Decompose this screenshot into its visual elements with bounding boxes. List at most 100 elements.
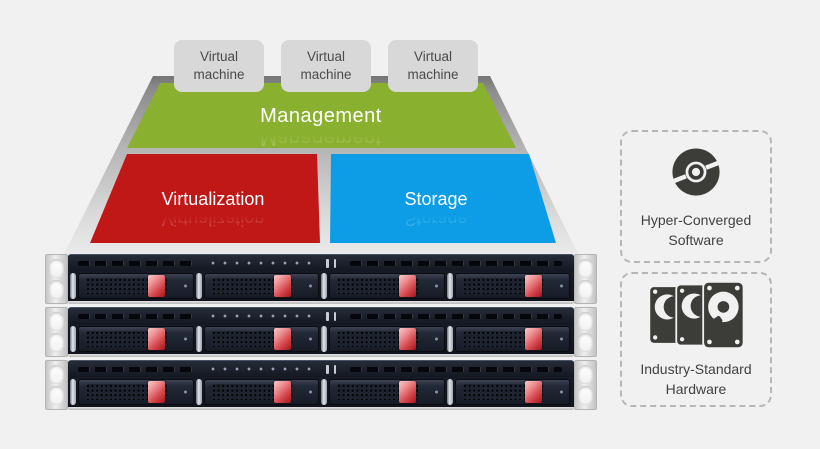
callout-hyperconverged-software: Hyper-Converged Software: [620, 130, 772, 263]
drive-caddy: [329, 273, 445, 299]
vent-slots: [78, 260, 196, 266]
drive-bay: [195, 272, 321, 300]
drive-led: [434, 390, 438, 394]
drive-caddy: [203, 379, 319, 405]
rack-mount-hole: [49, 312, 64, 331]
callout-text: Industry-Standard Hardware: [640, 360, 752, 397]
vent-slots: [350, 260, 562, 266]
drive-release-tab: [273, 381, 291, 403]
bay-separator: [446, 379, 453, 405]
drive-caddy: [454, 379, 570, 405]
drive-led: [309, 284, 312, 288]
bay-separator: [446, 326, 453, 352]
drive-led: [183, 284, 187, 288]
drive-bay: [446, 272, 572, 300]
vm-box-label: Virtual machine: [407, 48, 459, 82]
drive-release-tab: [524, 328, 542, 350]
drive-caddy: [203, 326, 319, 352]
drive-release-tab: [524, 381, 542, 403]
server-chassis: [68, 307, 574, 357]
power-buttons: [326, 311, 336, 321]
status-leds: [208, 312, 314, 320]
drive-bay: [69, 378, 195, 406]
server-unit: [45, 307, 597, 357]
chassis-bezel: [68, 407, 574, 410]
vent-slots: [78, 366, 196, 372]
power-buttons: [326, 258, 336, 268]
bay-separator: [321, 379, 327, 405]
drive-led: [560, 337, 563, 341]
drive-release-tab: [399, 328, 417, 350]
drive-caddy: [78, 326, 194, 352]
bay-separator: [70, 273, 76, 299]
storage-label: Storage Storage: [404, 189, 468, 229]
bay-separator: [321, 273, 327, 299]
callout-industry-standard-hardware: Industry-Standard Hardware: [620, 272, 772, 407]
rack-mount-hole: [578, 365, 593, 384]
vent-slots: [78, 313, 196, 319]
rack-ear-right: [574, 307, 597, 357]
drive-caddy: [78, 273, 194, 299]
management-label: Management Management: [260, 105, 382, 149]
bay-separator: [70, 326, 76, 352]
drive-caddy: [78, 379, 194, 405]
management-layer: [127, 83, 516, 148]
rack-mount-hole: [578, 312, 593, 331]
drive-bay: [195, 378, 321, 406]
drive-led: [309, 337, 312, 341]
drive-bay: [195, 325, 321, 353]
drive-release-tab: [148, 275, 166, 297]
drive-led: [183, 390, 187, 394]
drive-bay-row: [68, 324, 574, 354]
drive-caddy: [454, 273, 570, 299]
rack-ear-right: [574, 254, 597, 304]
virtualization-label: Virtualization Virtualization: [161, 189, 265, 229]
power-buttons: [326, 364, 336, 374]
rack-mount-hole: [578, 259, 593, 278]
drive-bay-row: [68, 271, 574, 301]
rack-mount-hole: [49, 333, 64, 352]
server-chassis: [68, 254, 574, 304]
server-unit: [45, 254, 597, 304]
front-panel: [68, 361, 574, 377]
drive-release-tab: [273, 275, 291, 297]
drive-bay: [320, 272, 446, 300]
drive-caddy: [203, 273, 319, 299]
callout-text: Hyper-Converged Software: [640, 211, 752, 248]
drive-bay: [69, 272, 195, 300]
rack-mount-hole: [49, 365, 64, 384]
drive-release-tab: [148, 381, 166, 403]
architecture-stack: Management Management Virtualization Vir…: [62, 76, 580, 258]
drive-caddy: [454, 326, 570, 352]
drive-bay: [320, 325, 446, 353]
chassis-bezel: [68, 354, 574, 357]
vent-slots: [350, 313, 562, 319]
drive-led: [183, 337, 187, 341]
storage-layer: [330, 154, 556, 243]
rack-ear-left: [45, 360, 68, 410]
virtualization-layer: [90, 154, 320, 243]
vm-box-2: Virtual machine: [281, 40, 371, 92]
rack-mount-hole: [578, 386, 593, 405]
chassis-bezel: [68, 301, 574, 304]
drive-bay: [320, 378, 446, 406]
drive-led: [434, 284, 438, 288]
bay-separator: [70, 379, 76, 405]
rack-mount-hole: [49, 280, 64, 299]
rack-ear-left: [45, 307, 68, 357]
status-leds: [208, 259, 314, 267]
server-chassis: [68, 360, 574, 410]
drive-led: [434, 337, 438, 341]
drive-release-tab: [148, 328, 166, 350]
rack-mount-hole: [49, 386, 64, 405]
rack-ear-right: [574, 360, 597, 410]
drive-bay: [446, 378, 572, 406]
drive-led: [309, 390, 312, 394]
status-leds: [208, 365, 314, 373]
drive-bay-row: [68, 377, 574, 407]
drive-release-tab: [273, 328, 291, 350]
front-panel: [68, 255, 574, 271]
vm-box-3: Virtual machine: [388, 40, 478, 92]
bay-separator: [195, 273, 202, 299]
